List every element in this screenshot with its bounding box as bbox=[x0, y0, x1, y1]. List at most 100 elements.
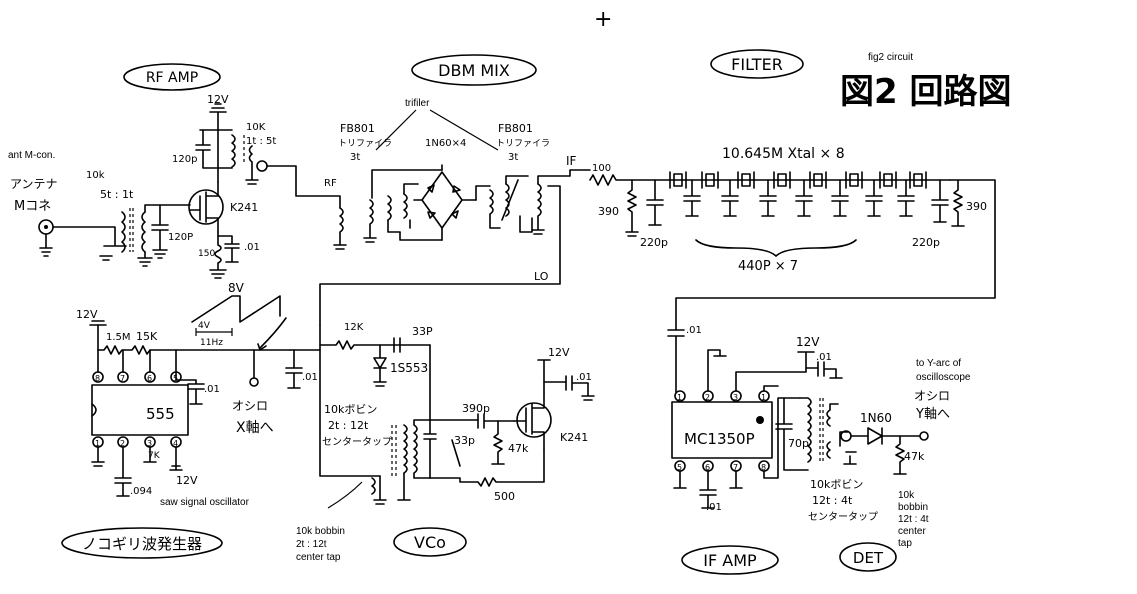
bobbin-det-note-c: 12t : 4t bbox=[898, 514, 929, 525]
bobbin-vco-note-a: 10k bobbin bbox=[296, 526, 345, 537]
rf-amp-label: RF AMP bbox=[123, 63, 221, 91]
label-390p: 390p bbox=[462, 402, 490, 415]
if-pin-6: 6 bbox=[705, 463, 710, 472]
bobbin-det-note-b: bobbin bbox=[898, 502, 928, 513]
label-47k-det: 47k bbox=[904, 450, 925, 463]
saw-signal-note: saw signal oscillator bbox=[160, 497, 250, 508]
label-1-5m: 1.5M bbox=[106, 332, 131, 343]
if-pin-8: 1 bbox=[761, 393, 766, 402]
page-title: 図2 回路図 bbox=[840, 72, 1012, 112]
label-33p-a: 33P bbox=[412, 325, 433, 338]
bobbin-vco-note-c: center tap bbox=[296, 552, 341, 563]
label-10k-1t5t-a: 10K bbox=[246, 122, 266, 133]
label-fb801-l-c: 3t bbox=[350, 152, 360, 163]
diode-ring bbox=[413, 164, 477, 241]
svg-text:VCo: VCo bbox=[414, 533, 446, 552]
det-output bbox=[919, 431, 929, 441]
label-12v-rf: 12V bbox=[207, 93, 229, 106]
input-coil-core bbox=[129, 208, 134, 252]
pin-6: 6 bbox=[147, 374, 152, 383]
label-01-saw-a: .01 bbox=[204, 384, 220, 395]
label-120p-b: 120P bbox=[168, 232, 193, 243]
label-33p-b: 33p bbox=[454, 434, 475, 447]
oscilo-x-jp-a: オシロ bbox=[232, 399, 268, 413]
dbm-mix-label: DBM MIX bbox=[411, 54, 537, 86]
label-bobbin-vco-b: 2t : 12t bbox=[328, 419, 369, 432]
label-440p: 440P × 7 bbox=[738, 259, 798, 274]
svg-text:IF AMP: IF AMP bbox=[703, 551, 757, 570]
if-pin-2: 2 bbox=[705, 393, 710, 402]
bobbin-det-note-e: tap bbox=[898, 538, 912, 549]
pin-2: 2 bbox=[120, 439, 125, 448]
bobbin-vco-note-b: 2t : 12t bbox=[296, 539, 327, 550]
label-01-saw-b: .01 bbox=[302, 372, 318, 383]
if-pin-5: 5 bbox=[677, 463, 682, 472]
label-01-vco: .01 bbox=[576, 372, 592, 383]
crystal-chain bbox=[669, 171, 927, 189]
label-150: 150 bbox=[198, 249, 215, 259]
label-01-rf: .01 bbox=[244, 242, 260, 253]
filter-series-line bbox=[589, 174, 951, 186]
oscilo-y-jp-a: オシロ bbox=[914, 389, 950, 403]
det-label: DET bbox=[839, 542, 897, 572]
label-390-l: 390 bbox=[598, 205, 619, 218]
label-11hz: 11Hz bbox=[200, 338, 223, 348]
antenna-connector bbox=[38, 219, 116, 257]
label-8v: 8V bbox=[228, 281, 245, 295]
pin-7: 7 bbox=[120, 374, 125, 383]
pin-1: 1 bbox=[95, 439, 100, 448]
to-y-note-a: to Y-arc of bbox=[916, 358, 961, 369]
label-fb801-l-b: トリファイラ bbox=[338, 138, 392, 149]
fig-caption: fig2 circuit bbox=[868, 52, 913, 63]
label-01-if: .01 bbox=[686, 325, 702, 336]
label-bobbin-if-b: 12t : 4t bbox=[812, 494, 853, 507]
label-bobbin-if-a: 10kボビン bbox=[810, 478, 863, 491]
plus-mark: + bbox=[594, 7, 612, 32]
label-bobbin-vco-c: センタータップ bbox=[322, 436, 392, 448]
mcon-jp: Mコネ bbox=[14, 199, 51, 214]
capacitor-brace bbox=[695, 239, 857, 257]
label-12k: 12K bbox=[344, 322, 364, 333]
label-100: 100 bbox=[592, 163, 611, 174]
label-bobbin-vco-a: 10kボビン bbox=[324, 403, 377, 416]
label-1n60: 1N60 bbox=[860, 411, 892, 425]
saw-osc-jp-label: ノコギリ波発生器 bbox=[61, 527, 223, 559]
svg-text:DBM MIX: DBM MIX bbox=[438, 61, 510, 80]
label-12v-saw: 12V bbox=[76, 308, 98, 321]
label-bobbin-if-c: センタータップ bbox=[808, 511, 878, 523]
rf-fet bbox=[188, 181, 224, 233]
ant-mcon-note: ant M-con. bbox=[8, 150, 55, 161]
ic-555 bbox=[91, 349, 189, 497]
label-fb801-r-a: FB801 bbox=[498, 122, 533, 135]
if-pin-8b: 8 bbox=[761, 463, 766, 472]
input-coil-primary bbox=[121, 211, 126, 253]
oscilo-x-jp-b: X軸へ bbox=[236, 420, 274, 436]
filter-label: FILTER bbox=[710, 49, 804, 79]
label-220p-r: 220p bbox=[912, 236, 940, 249]
drain-coil bbox=[231, 134, 236, 168]
antenna-jp: アンテナ bbox=[10, 177, 58, 191]
label-mc1350p: MC1350P bbox=[684, 430, 755, 448]
oscilo-y-jp-b: Y軸へ bbox=[915, 407, 950, 422]
label-4v: 4V bbox=[198, 321, 211, 331]
label-fb801-r-c: 3t bbox=[508, 152, 518, 163]
label-12v-saw-b: 12V bbox=[176, 474, 198, 487]
label-01-if-b: .01 bbox=[816, 352, 832, 363]
pin-8: 8 bbox=[95, 374, 100, 383]
if-pin-1: 1 bbox=[677, 393, 682, 402]
bobbin-det-note-d: center bbox=[898, 526, 926, 537]
label-220p-l: 220p bbox=[640, 236, 668, 249]
label-10k-5t1t-b: 5t : 1t bbox=[100, 188, 134, 201]
svg-text:DET: DET bbox=[853, 549, 884, 567]
label-xtal: 10.645M Xtal × 8 bbox=[722, 146, 845, 162]
label-12v-vco: 12V bbox=[548, 346, 570, 359]
if-pin-7: 7 bbox=[733, 463, 738, 472]
bobbin-det-note-a: 10k bbox=[898, 490, 915, 501]
label-1n60x4: 1N60×4 bbox=[425, 138, 466, 149]
svg-text:RF AMP: RF AMP bbox=[146, 70, 198, 86]
label-7k: 7K bbox=[148, 451, 161, 461]
pin-3: 3 bbox=[147, 439, 152, 448]
pin-4: 4 bbox=[173, 439, 178, 448]
